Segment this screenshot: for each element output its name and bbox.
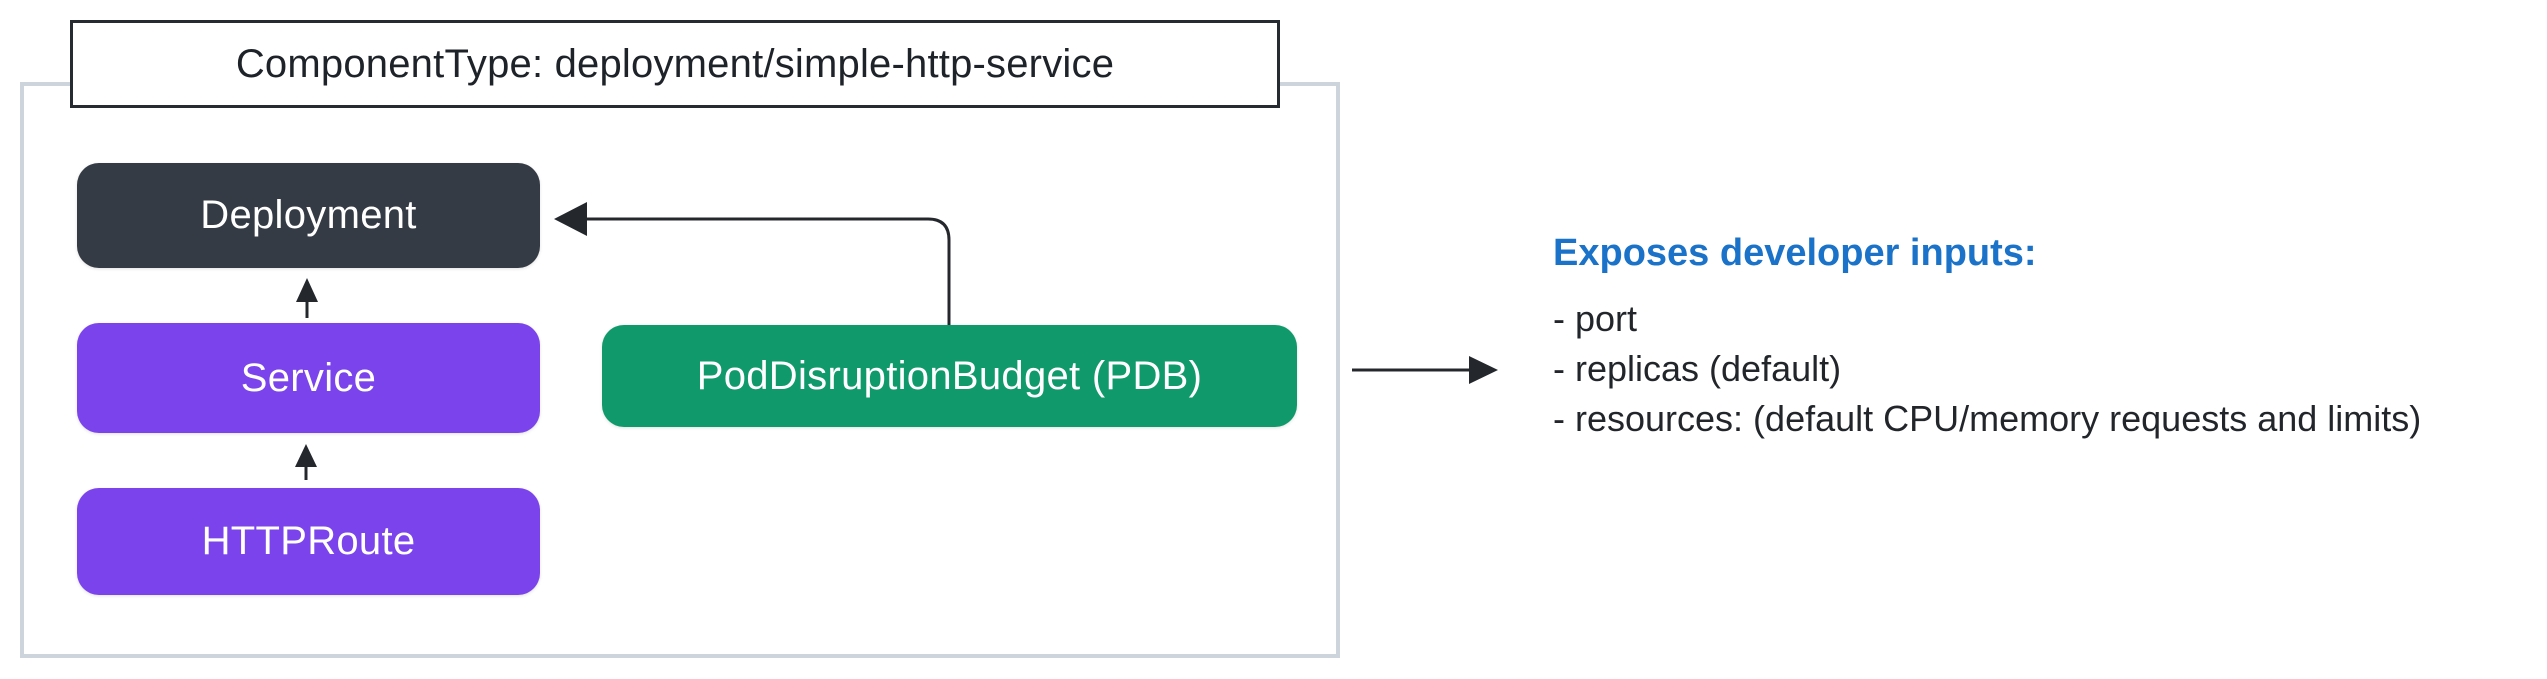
annotation-item-resources: - resources: (default CPU/memory request… <box>1553 398 2422 439</box>
component-type-title-label: ComponentType: deployment/simple-http-se… <box>235 41 1115 86</box>
node-deployment-label: Deployment <box>200 193 417 237</box>
node-pdb: PodDisruptionBudget (PDB) <box>602 325 1297 427</box>
component-type-title: ComponentType: deployment/simple-http-se… <box>70 20 1280 108</box>
developer-inputs-annotation: Exposes developer inputs: - port - repli… <box>1553 230 2421 444</box>
node-httproute-label: HTTPRoute <box>201 519 416 563</box>
annotation-item-port: - port <box>1553 298 1638 339</box>
node-httproute: HTTPRoute <box>77 488 540 595</box>
node-service: Service <box>77 323 540 433</box>
annotation-heading: Exposes developer inputs: <box>1553 232 2037 274</box>
node-deployment: Deployment <box>77 163 540 268</box>
arrowhead-right-icon <box>1469 356 1498 384</box>
node-pdb-label: PodDisruptionBudget (PDB) <box>696 353 1203 398</box>
arrow-container-to-annotation <box>1352 356 1498 384</box>
annotation-item-replicas: - replicas (default) <box>1553 348 1842 389</box>
node-service-label: Service <box>240 355 377 400</box>
